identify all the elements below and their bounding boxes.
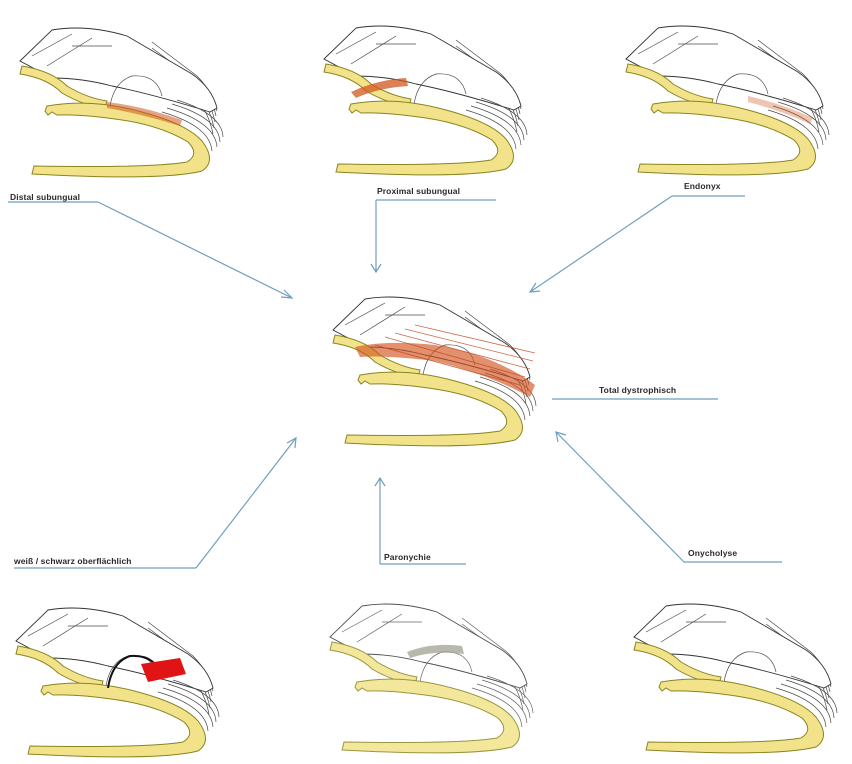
label-distal-subungual: Distal subungual xyxy=(10,192,80,202)
label-onycholysis: Onycholyse xyxy=(688,548,737,558)
label-white-black-superficial: weiß / schwarz oberflächlich xyxy=(14,556,132,566)
nail-illustration-paronychia xyxy=(330,604,533,753)
label-endonyx: Endonyx xyxy=(684,181,721,191)
label-proximal-subungual: Proximal subungual xyxy=(377,186,460,196)
connector-endonyx xyxy=(530,196,745,292)
nail-illustration-distal-subungual xyxy=(20,28,223,177)
label-paronychia: Paronychie xyxy=(384,552,431,562)
connector-distal-subungual xyxy=(8,202,292,298)
nail-illustration-white-black-superficial xyxy=(16,608,219,757)
nail-illustration-endonyx xyxy=(626,26,829,175)
nail-illustration-total-dystrophic xyxy=(333,297,536,446)
nail-illustration-onycholysis xyxy=(634,604,837,753)
connector-white-black-superficial xyxy=(14,438,296,568)
connector-proximal-subungual xyxy=(371,200,496,272)
label-total-dystrophic: Total dystrophisch xyxy=(599,385,676,395)
connector-onycholysis xyxy=(556,432,782,562)
nail-illustration-proximal-subungual xyxy=(324,26,527,175)
